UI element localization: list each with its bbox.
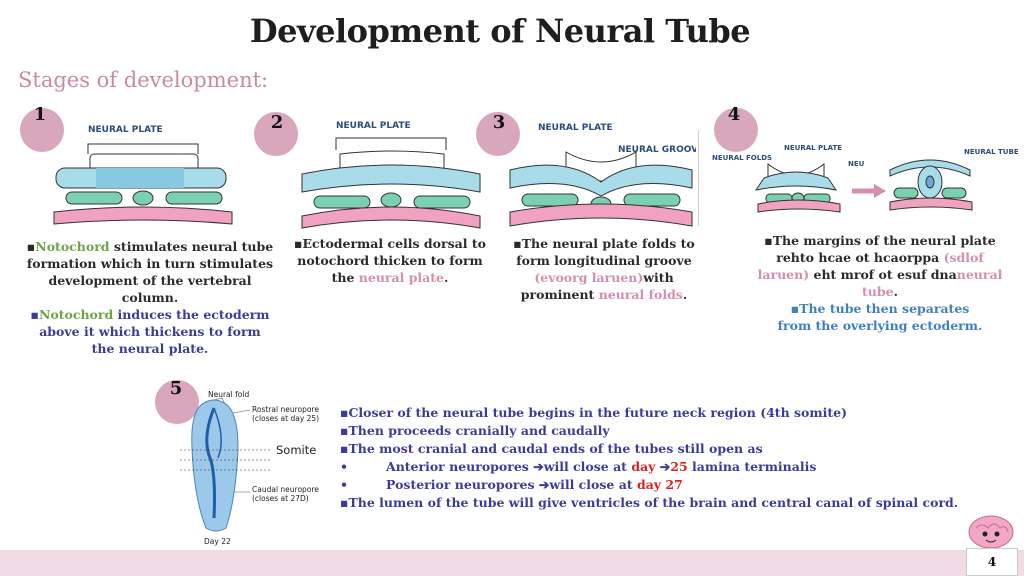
somite-label: Somite — [276, 443, 317, 457]
stage-3-text-e: . — [682, 287, 688, 302]
neural-folds-term: neural folds — [598, 287, 683, 302]
notochord-term-1: Notochord — [35, 239, 110, 254]
stage-2-label: NEURAL PLATE — [336, 121, 411, 131]
fig-caudal-label: Caudal neuropore — [252, 485, 319, 494]
neural-folds-reversed-term: (sdlof laruen) — [757, 250, 984, 282]
stage-1-text-2: ▪Notochord induces the ectoderm above it… — [30, 307, 270, 356]
notochord-term-2: Notochord — [38, 307, 114, 322]
stage-4-text-c: eht mrof ot esuf dna — [809, 267, 957, 282]
stage-2-circle — [254, 112, 298, 156]
day-25-value: 25 — [670, 459, 688, 474]
stage-2-text-c: . — [444, 270, 449, 285]
stage-4-diagram: NEURAL PLATE NEURAL FOLDS NEU NEURAL TUB… — [712, 144, 1018, 213]
stage-1-number: 1 — [33, 104, 47, 125]
stage-1-circle — [20, 108, 64, 152]
stage-5-line-1: ▪Closer of the neural tube begins in the… — [340, 405, 848, 420]
stage-1-label: NEURAL PLATE — [88, 125, 163, 135]
stage-5-line-4-b: will close at — [543, 459, 632, 474]
stage-4-label-tube: NEURAL TUBE — [964, 148, 1018, 156]
stage-4-number: 4 — [727, 104, 741, 125]
stage-4-text-e: . — [893, 284, 898, 299]
neural-groove-term: (evoorg laruen) — [534, 270, 644, 285]
stage-2-diagram: NEURAL PLATE — [301, 121, 481, 229]
stage-4-text-a: The margins of the neural plate rehto hc… — [772, 233, 996, 265]
page-number: 4 — [966, 548, 1018, 576]
stage-1-text-1-rest: stimulates neural tube formation which i… — [26, 239, 274, 305]
fig-rostral-label-2: (closes at day 25) — [252, 414, 319, 423]
footer-bar — [0, 550, 1024, 576]
stage-4-label-plate: NEURAL PLATE — [784, 144, 842, 152]
stage-4-text-1: ▪The margins of the neural plate rehto h… — [757, 233, 1003, 299]
neural-tube-term: neural tube — [862, 267, 1003, 299]
stage-1-diagram: NEURAL PLATE — [53, 125, 233, 225]
stage-4-text-2: ▪The tube then separates from the overly… — [777, 301, 983, 333]
bullet: • — [340, 459, 348, 474]
section-subtitle: Stages of development: — [18, 68, 269, 92]
page-title: Development of Neural Tube — [249, 12, 751, 50]
stage-1-text-1: ▪Notochord stimulates neural tube format… — [26, 239, 274, 305]
fig-neural-fold-label: Neural fold — [208, 390, 249, 399]
anterior-neuropores-term: Anterior neuropores — [386, 459, 529, 474]
lamina-terminalis-term: lamina terminalis — [687, 459, 817, 474]
stage-5-line-4: •Anterior neuropores ➔will close at day … — [340, 458, 958, 476]
stage-5-line-5-b: will close at — [549, 477, 637, 492]
stage-3-text-c: with prominent — [520, 270, 674, 302]
day-term: day — [631, 459, 656, 474]
arrow-icon: ➔ — [533, 459, 544, 474]
brain-mascot-icon — [968, 515, 1014, 549]
neural-plate-term: neural plate — [358, 270, 445, 285]
arrow-icon: ➔ — [538, 477, 550, 492]
day-27-value: day 27 — [636, 477, 683, 492]
stage-5-line-5: • Posterior neuropores ➔will close at day… — [340, 476, 958, 494]
stage-4-label-neu: NEU — [848, 160, 865, 168]
stage-4-circle — [714, 108, 758, 152]
stage-5-line-6: ▪The lumen of the tube will give ventric… — [340, 495, 959, 510]
stage-5-circle — [155, 380, 199, 424]
stage-4-label-folds: NEURAL FOLDS — [712, 154, 772, 162]
bullet: • — [340, 477, 348, 492]
stage-1-text-2-rest: induces the ectoderm above it which thic… — [39, 307, 270, 356]
stage-3-text-a: The neural plate folds to form longitudi… — [516, 236, 695, 268]
fig-rostral-label: Rostral neuropore — [252, 405, 319, 414]
posterior-neuropores-term: Posterior neuropores — [386, 477, 535, 492]
stage-3-text: ▪The neural plate folds to form longitud… — [513, 236, 695, 302]
stage-2-text: ▪Ectodermal cells dorsal to notochord th… — [294, 236, 486, 285]
stage-2-number: 2 — [270, 112, 284, 133]
stage-3-number: 3 — [492, 112, 506, 133]
stage-5-figure: Neural fold Rostral neuropore (closes at… — [180, 390, 319, 546]
stage-divider — [698, 130, 699, 226]
stage-3-label-groove: NEURAL GROOVE — [618, 145, 696, 155]
stage-3-circle — [476, 112, 520, 156]
arrow-icon: ➔ — [659, 459, 671, 474]
stage-5-line-3: ▪The most cranial and caudal ends of the… — [340, 441, 763, 456]
stage-3-diagram: NEURAL PLATE NEURAL GROOVE — [509, 123, 696, 227]
stage-5-line-2: ▪Then proceeds cranially and caudally — [340, 423, 610, 438]
stage-5-number: 5 — [169, 378, 183, 399]
fig-day-label: Day 22 — [204, 537, 231, 546]
fig-caudal-label-2: (closes at 27D) — [252, 494, 309, 503]
stage-5-text: ▪Closer of the neural tube begins in the… — [340, 404, 958, 512]
stage-3-label: NEURAL PLATE — [538, 123, 613, 133]
stage-4-text-2-content: The tube then separates from the overlyi… — [777, 301, 983, 333]
stage-2-text-a: Ectodermal cells dorsal to notochord thi… — [297, 236, 486, 285]
